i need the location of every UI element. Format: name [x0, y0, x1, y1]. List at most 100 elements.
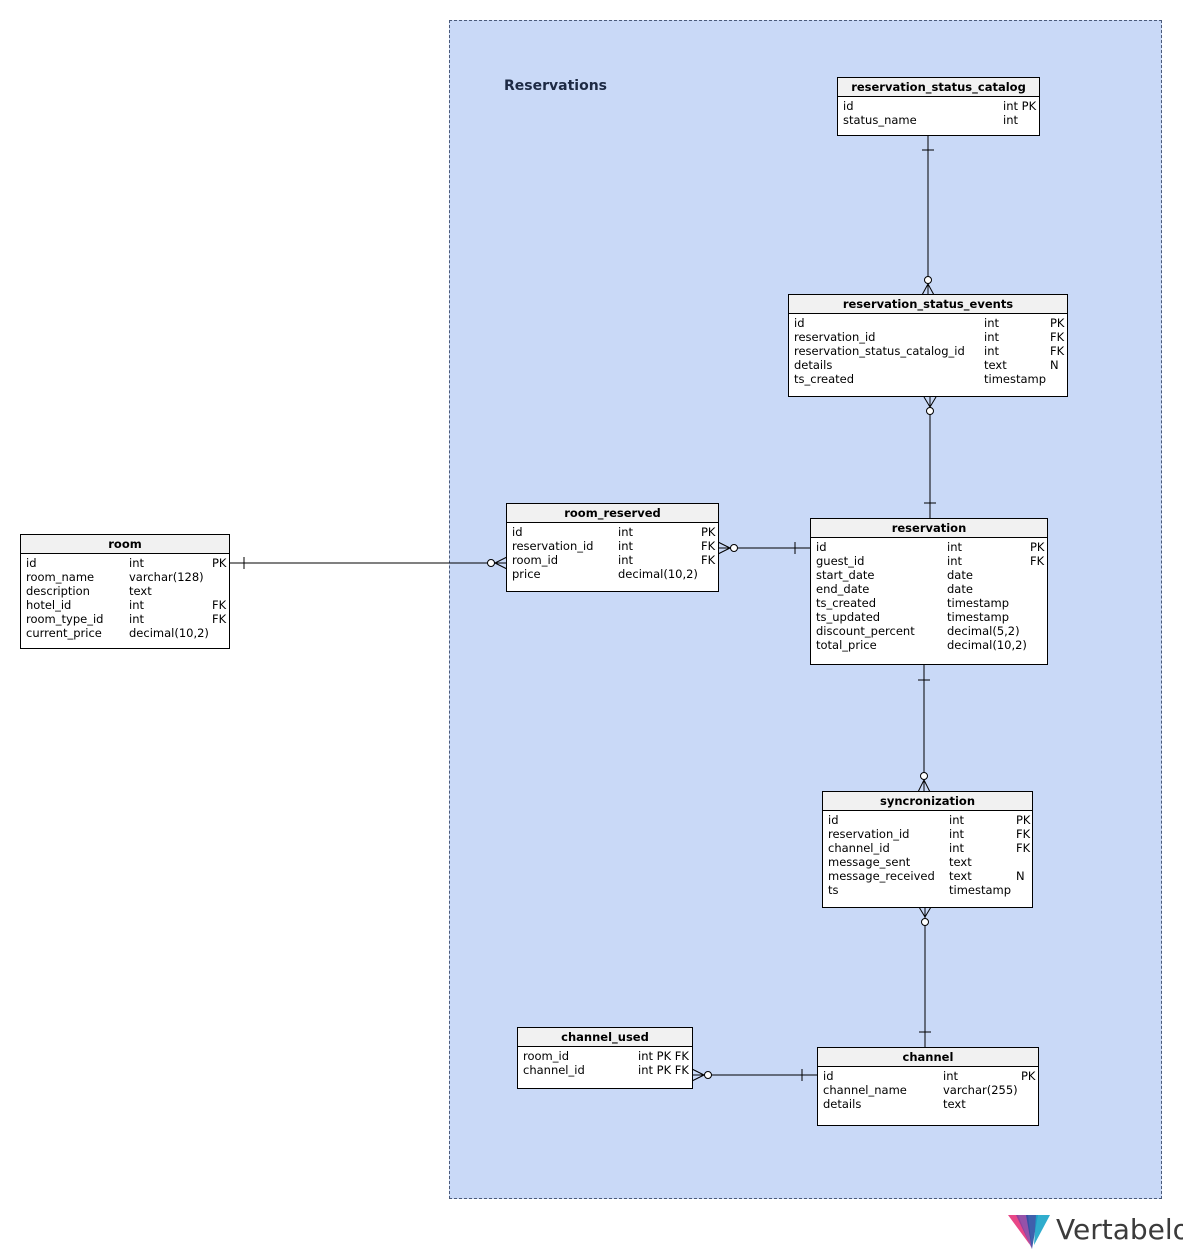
table-row: ts_created timestamp — [816, 596, 1042, 610]
table-row: message_sent text — [828, 855, 1027, 869]
column-key: FK — [701, 539, 716, 553]
column-type: timestamp — [949, 883, 1012, 897]
table-channel[interactable]: channel id int PK channel_name varchar(2… — [817, 1047, 1039, 1126]
column-name: id — [794, 316, 805, 330]
table-row: current_price decimal(10,2) — [26, 626, 224, 640]
column-key: N — [1050, 358, 1059, 372]
column-type: text — [984, 358, 1007, 372]
column-type: varchar(255) — [943, 1083, 1018, 1097]
table-title: channel_used — [518, 1028, 692, 1047]
column-type: int — [949, 827, 964, 841]
column-name: price — [512, 567, 541, 581]
table-row: message_received text N — [828, 869, 1027, 883]
column-name: ts_created — [794, 372, 855, 386]
column-name: id — [512, 525, 523, 539]
column-type: text — [949, 855, 972, 869]
column-name: ts — [828, 883, 839, 897]
table-title: channel — [818, 1048, 1038, 1067]
column-key: PK — [1050, 316, 1065, 330]
table-row: room_id int PK FK — [523, 1049, 689, 1063]
column-key: PK — [1030, 540, 1045, 554]
column-name: channel_id — [828, 841, 890, 855]
column-type: int — [947, 554, 962, 568]
table-channel-used[interactable]: channel_used room_id int PK FK channel_i… — [517, 1027, 693, 1089]
column-name: current_price — [26, 626, 102, 640]
column-type: timestamp — [984, 372, 1047, 386]
vertabelo-logo-text: Vertabelo — [1056, 1213, 1183, 1246]
column-name: total_price — [816, 638, 877, 652]
column-type: int PK FK — [638, 1063, 689, 1077]
table-row: reservation_status_catalog_id int FK — [794, 344, 1065, 358]
table-row: channel_id int PK FK — [523, 1063, 689, 1077]
column-key: PK — [1021, 1069, 1036, 1083]
column-name: start_date — [816, 568, 875, 582]
table-row: total_price decimal(10,2) — [816, 638, 1042, 652]
column-type: text — [129, 584, 152, 598]
column-type: int — [984, 316, 999, 330]
table-row: status_name int — [843, 113, 1034, 127]
table-title: reservation_status_events — [789, 295, 1067, 314]
column-key: FK — [1050, 344, 1065, 358]
column-type: decimal(10,2) — [129, 626, 209, 640]
column-type: int — [947, 540, 962, 554]
column-type: int — [618, 539, 633, 553]
table-row: room_name varchar(128) — [26, 570, 224, 584]
table-row: price decimal(10,2) — [512, 567, 713, 581]
column-name: details — [823, 1097, 862, 1111]
column-key: PK — [1016, 813, 1031, 827]
table-row: id int PK — [823, 1069, 1036, 1083]
column-key: FK — [1050, 330, 1065, 344]
column-key: N — [1016, 869, 1025, 883]
column-type: timestamp — [947, 596, 1010, 610]
column-name: discount_percent — [816, 624, 915, 638]
link-channel-used-to-channel — [691, 1068, 818, 1082]
table-row: channel_name varchar(255) — [823, 1083, 1033, 1097]
column-name: hotel_id — [26, 598, 72, 612]
table-room[interactable]: room id int PK room_name varchar(128) de… — [20, 534, 230, 649]
column-type: int — [1003, 113, 1018, 127]
link-room-reserved-to-reservation — [717, 541, 811, 555]
table-row: room_type_id int FK — [26, 612, 227, 626]
column-name: reservation_id — [512, 539, 594, 553]
column-type: int — [129, 612, 144, 626]
table-reservation-status-catalog[interactable]: reservation_status_catalog id int PK sta… — [837, 77, 1040, 136]
table-row: ts_updated timestamp — [816, 610, 1042, 624]
table-row: ts_created timestamp — [794, 372, 1062, 386]
column-type: int — [943, 1069, 958, 1083]
table-row: id int PK — [828, 813, 1031, 827]
column-name: channel_name — [823, 1083, 907, 1097]
column-name: ts_created — [816, 596, 877, 610]
column-name: details — [794, 358, 833, 372]
table-title: reservation — [811, 519, 1047, 538]
column-name: room_id — [512, 553, 558, 567]
column-type: date — [947, 568, 973, 582]
column-name: end_date — [816, 582, 870, 596]
column-name: id — [823, 1069, 834, 1083]
column-key: PK — [212, 556, 227, 570]
table-room-reserved[interactable]: room_reserved id int PK reservation_id i… — [506, 503, 719, 592]
column-type: int — [618, 525, 633, 539]
column-name: reservation_id — [828, 827, 910, 841]
table-syncronization[interactable]: syncronization id int PK reservation_id … — [822, 791, 1033, 908]
table-reservation-status-events[interactable]: reservation_status_events id int PK rese… — [788, 294, 1068, 397]
table-row: id int PK — [26, 556, 227, 570]
subject-area-title: Reservations — [504, 78, 607, 94]
table-row: reservation_id int FK — [828, 827, 1030, 841]
vertabelo-logo[interactable]: Vertabelo — [1006, 1209, 1183, 1253]
column-type: decimal(5,2) — [947, 624, 1020, 638]
column-name: room_name — [26, 570, 95, 584]
column-name: description — [26, 584, 90, 598]
table-row: reservation_id int FK — [512, 539, 716, 553]
column-key: FK — [1016, 841, 1031, 855]
column-name: message_sent — [828, 855, 911, 869]
table-row: guest_id int FK — [816, 554, 1044, 568]
column-name: message_received — [828, 869, 935, 883]
column-name: status_name — [843, 113, 917, 127]
table-row: ts timestamp — [828, 883, 1027, 897]
column-type: int — [949, 813, 964, 827]
column-type: decimal(10,2) — [947, 638, 1027, 652]
table-reservation[interactable]: reservation id int PK guest_id int FK st… — [810, 518, 1048, 665]
column-name: id — [816, 540, 827, 554]
column-key: FK — [212, 612, 227, 626]
